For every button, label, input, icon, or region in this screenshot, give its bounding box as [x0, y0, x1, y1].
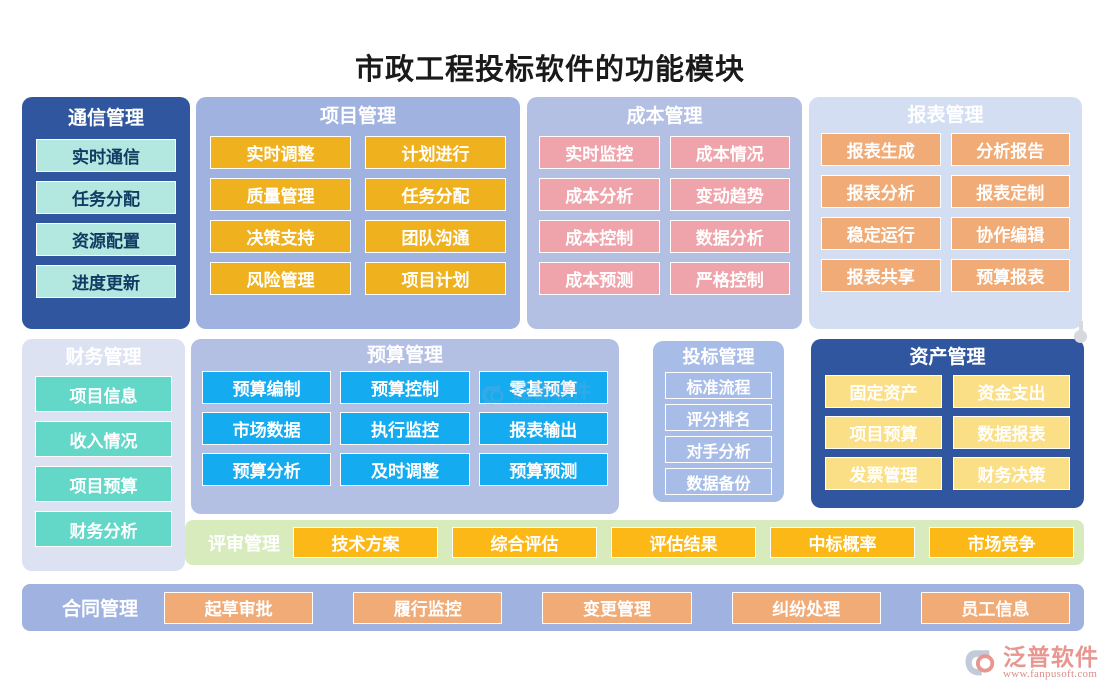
tile-item[interactable]: 报表分析 — [821, 175, 941, 208]
tile-item[interactable]: 团队沟通 — [365, 220, 506, 253]
panel-communication-management[interactable]: 通信管理 实时通信 任务分配 资源配置 进度更新 — [22, 97, 190, 329]
tile-item[interactable]: 预算预测 — [478, 453, 608, 486]
tile-item[interactable]: 成本分析 — [539, 178, 660, 211]
tile-item[interactable]: 资金支出 — [953, 375, 1070, 408]
tile-row: 起草审批 履行监控 变更管理 纠纷处理 员工信息 — [164, 591, 1071, 624]
tile-item[interactable]: 固定资产 — [825, 375, 942, 408]
brand-url: www.fanpusoft.com — [1003, 668, 1098, 681]
tile-item[interactable]: 资源配置 — [36, 223, 176, 256]
tile-item[interactable]: 对手分析 — [665, 436, 772, 463]
tile-item[interactable]: 分析报告 — [950, 133, 1070, 166]
tile-item[interactable]: 收入情况 — [35, 421, 172, 457]
tile-item[interactable]: 实时调整 — [210, 136, 351, 169]
panel-title: 预算管理 — [366, 345, 443, 366]
tile-item[interactable]: 市场数据 — [202, 412, 332, 445]
bar-title: 合同管理 — [61, 599, 138, 620]
panel-asset-management[interactable]: 资产管理 固定资产 资金支出 项目预算 数据报表 发票管理 财务决策 — [811, 321, 1087, 508]
tile-item[interactable]: 报表定制 — [950, 175, 1070, 208]
tile-grid: 预算编制 预算控制 零基预算 市场数据 执行监控 报表输出 预算分析 及时调整 … — [202, 371, 608, 486]
tile-item[interactable]: 预算分析 — [202, 453, 332, 486]
tile-item[interactable]: 风险管理 — [210, 262, 351, 295]
tile-grid: 实时监控 成本情况 成本分析 变动趋势 成本控制 数据分析 成本预测 严格控制 — [539, 136, 790, 295]
tile-item[interactable]: 实时通信 — [36, 139, 176, 172]
tile-item[interactable]: 实时监控 — [539, 136, 660, 169]
tile-item[interactable]: 预算报表 — [950, 259, 1070, 292]
tile-item[interactable]: 数据报表 — [953, 416, 1070, 449]
tile-item[interactable]: 预算编制 — [202, 371, 332, 404]
tile-item[interactable]: 项目计划 — [365, 262, 506, 295]
tile-item[interactable]: 报表输出 — [478, 412, 608, 445]
tile-item[interactable]: 项目信息 — [35, 376, 172, 412]
tile-item[interactable]: 评估结果 — [611, 527, 756, 558]
tile-grid: 固定资产 资金支出 项目预算 数据报表 发票管理 财务决策 — [825, 375, 1070, 490]
tile-item[interactable]: 稳定运行 — [821, 217, 941, 250]
tile-item[interactable]: 预算控制 — [340, 371, 470, 404]
tile-item[interactable]: 报表共享 — [821, 259, 941, 292]
tile-item[interactable]: 报表生成 — [821, 133, 941, 166]
panel-finance-management[interactable]: 财务管理 项目信息 收入情况 项目预算 财务分析 — [22, 339, 185, 571]
tile-item[interactable]: 任务分配 — [36, 181, 176, 214]
brand-name: 泛普软件 — [1003, 644, 1099, 670]
tile-item[interactable]: 决策支持 — [210, 220, 351, 253]
tile-item[interactable]: 协作编辑 — [950, 217, 1070, 250]
tile-item[interactable]: 数据分析 — [669, 220, 790, 253]
tile-item[interactable]: 市场竞争 — [929, 527, 1074, 558]
tile-grid: 项目信息 收入情况 项目预算 财务分析 — [35, 376, 172, 547]
tile-item[interactable]: 综合评估 — [452, 527, 597, 558]
tile-item[interactable]: 质量管理 — [210, 178, 351, 211]
tile-grid: 报表生成 分析报告 报表分析 报表定制 稳定运行 协作编辑 报表共享 预算报表 — [821, 133, 1070, 292]
panel-title: 投标管理 — [682, 347, 755, 367]
tile-row: 技术方案 综合评估 评估结果 中标概率 市场竞争 — [293, 527, 1074, 558]
tile-item[interactable]: 员工信息 — [920, 591, 1071, 624]
tile-item[interactable]: 执行监控 — [340, 412, 470, 445]
tile-item[interactable]: 发票管理 — [825, 457, 942, 490]
tile-item[interactable]: 标准流程 — [665, 372, 772, 399]
panel-title: 报表管理 — [907, 105, 984, 126]
tile-item[interactable]: 成本情况 — [669, 136, 790, 169]
panel-title: 财务管理 — [65, 347, 142, 368]
panel-budget-management[interactable]: 预算管理 预算编制 预算控制 零基预算 市场数据 执行监控 报表输出 预算分析 … — [191, 339, 619, 514]
tile-item[interactable]: 中标概率 — [770, 527, 915, 558]
tile-item[interactable]: 进度更新 — [36, 265, 176, 298]
pin-icon — [1074, 321, 1087, 343]
panel-bidding-management[interactable]: 投标管理 标准流程 评分排名 对手分析 数据备份 — [653, 341, 784, 502]
panel-cost-management[interactable]: 成本管理 实时监控 成本情况 成本分析 变动趋势 成本控制 数据分析 成本预测 … — [527, 97, 802, 329]
tile-item[interactable]: 财务决策 — [953, 457, 1070, 490]
tile-item[interactable]: 变动趋势 — [669, 178, 790, 211]
tile-item[interactable]: 履行监控 — [353, 591, 503, 624]
panel-title: 成本管理 — [626, 106, 703, 127]
tile-item[interactable]: 财务分析 — [35, 511, 172, 547]
panel-project-management[interactable]: 项目管理 实时调整 计划进行 质量管理 任务分配 决策支持 团队沟通 风险管理 … — [196, 97, 520, 329]
tile-item[interactable]: 项目预算 — [35, 466, 172, 502]
tile-item[interactable]: 数据备份 — [665, 468, 772, 495]
bar-contract-management[interactable]: 合同管理 起草审批 履行监控 变更管理 纠纷处理 员工信息 — [22, 584, 1084, 631]
tile-item[interactable]: 评分排名 — [665, 404, 772, 431]
panel-title: 资产管理 — [909, 347, 986, 368]
tile-item[interactable]: 变更管理 — [542, 591, 692, 624]
tile-item[interactable]: 计划进行 — [365, 136, 506, 169]
tile-item[interactable]: 成本预测 — [539, 262, 660, 295]
tile-item[interactable]: 起草审批 — [164, 591, 314, 624]
page-title: 市政工程投标软件的功能模块 — [354, 54, 745, 86]
tile-item[interactable]: 技术方案 — [293, 527, 438, 558]
tile-item[interactable]: 纠纷处理 — [731, 591, 881, 624]
fanpu-logo-icon — [965, 650, 995, 676]
panel-title: 通信管理 — [67, 108, 144, 129]
bar-review-management[interactable]: 评审管理 技术方案 综合评估 评估结果 中标概率 市场竞争 — [185, 520, 1084, 565]
panel-report-management[interactable]: 报表管理 报表生成 分析报告 报表分析 报表定制 稳定运行 协作编辑 报表共享 … — [809, 97, 1082, 329]
brand-text: 泛普软件 www.fanpusoft.com — [1003, 645, 1099, 681]
tile-grid: 实时调整 计划进行 质量管理 任务分配 决策支持 团队沟通 风险管理 项目计划 — [210, 136, 506, 295]
tile-item[interactable]: 任务分配 — [365, 178, 506, 211]
tile-grid: 实时通信 任务分配 资源配置 进度更新 — [36, 139, 176, 298]
panel-title: 项目管理 — [319, 106, 396, 127]
tile-item[interactable]: 项目预算 — [825, 416, 942, 449]
tile-item[interactable]: 成本控制 — [539, 220, 660, 253]
tile-item[interactable]: 及时调整 — [340, 453, 470, 486]
tile-grid: 标准流程 评分排名 对手分析 数据备份 — [665, 372, 772, 495]
tile-item[interactable]: 零基预算 — [478, 371, 608, 404]
tile-item[interactable]: 严格控制 — [669, 262, 790, 295]
bar-title: 评审管理 — [208, 533, 280, 554]
brand-logo: 泛普软件 www.fanpusoft.com — [963, 645, 1099, 681]
